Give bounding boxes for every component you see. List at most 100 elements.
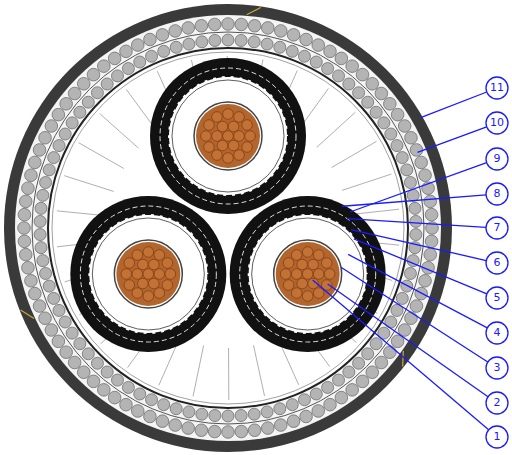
armour-wire [25,169,38,182]
armour-wire [235,34,247,46]
armour-wire [396,292,408,304]
armour-wire [19,195,32,208]
conductor-strand [291,269,302,280]
armour-wire [235,18,248,31]
conductor-strand [143,291,154,302]
armour-wire [68,87,81,100]
armour-wire [156,415,169,428]
armour-wire [405,312,418,325]
armour-wire [404,267,416,279]
conductor-strand [234,150,245,161]
conductor-strand [242,120,253,131]
armour-wire [77,366,90,379]
armour-wire [74,106,86,118]
metallic-screen [240,206,376,342]
armour-wire [87,68,100,81]
conductor-strand [308,259,319,270]
callout-circle [486,77,508,99]
armour-wire [333,70,345,82]
armour-wire [18,222,31,235]
armour-wire [68,356,81,369]
armour-wire [362,348,374,360]
armour-wire [144,410,157,423]
armour-wire [384,98,397,111]
armour-wire [108,391,121,404]
armour-wire [410,300,423,313]
armour-wire [208,425,221,438]
armour-wire [353,87,365,99]
armour-wire [404,177,416,189]
conductor-strand [132,288,143,299]
armour-wire [169,419,182,432]
armour-wire [48,152,60,164]
armour-wire [370,106,382,118]
armour-wire [101,366,113,378]
armour-wire [35,202,47,214]
insulation-screen [88,214,208,334]
armour-wire [286,399,298,411]
leader-line [417,127,486,153]
armour-wire [40,267,52,279]
callout-circle [486,148,508,170]
armour-wire [410,144,423,157]
armour-wire [248,36,260,48]
insulation-screen [168,76,288,196]
armour-wire [22,182,35,195]
armour-wire [261,22,274,35]
core-sheath [150,58,306,214]
armour-wire [424,195,437,208]
leader-line [313,280,489,430]
armour-wire [235,425,248,438]
conductor-strand [242,142,253,153]
armour-wire [261,422,274,435]
armour-wire [122,381,134,393]
insulation [92,218,204,330]
callout-number: 3 [486,357,508,379]
callout-circle [486,426,508,448]
conductor-strand [165,269,176,280]
armour-wire [396,152,408,164]
armour-wire [196,408,208,420]
armour-wire [425,235,438,248]
armour-wire [87,375,100,388]
armour-wire [248,19,261,32]
armour-wire [33,300,46,313]
armour-wire [333,374,345,386]
callout-number: 2 [486,392,508,414]
outer-sheath [4,4,452,452]
conductor-strand [223,131,234,142]
armour-wire [195,19,208,32]
conductor-strand [204,120,215,131]
armour-wire [419,274,432,287]
conductor-strand [234,131,245,142]
armour-wire [287,415,300,428]
armour-wire [29,287,42,300]
armour-wire [170,403,182,415]
armour-wire [35,242,47,254]
inner-sheath [48,48,408,408]
insulation-screen [248,214,368,334]
conductor [116,242,180,306]
armour-wire [18,235,31,248]
callout-number: 10 [486,112,508,134]
armour-wire [356,375,369,388]
armour-wire [170,41,182,53]
armour-wire [274,403,286,415]
armour-wire [322,63,334,75]
armour-wire [131,405,144,418]
armour-wire [324,45,337,58]
armour-wire [39,131,52,144]
armour-wire [222,34,234,46]
armour-wire [366,77,379,90]
conductor-strand [280,269,291,280]
armour-wire [248,424,261,437]
conductor-strand [302,269,313,280]
conductor-strand [212,150,223,161]
armour-wire [120,45,133,58]
armour-wire [182,422,195,435]
armour-wire [43,164,55,176]
armour-wire [401,164,413,176]
armour-wire [274,25,287,38]
armour-wire [208,18,221,31]
